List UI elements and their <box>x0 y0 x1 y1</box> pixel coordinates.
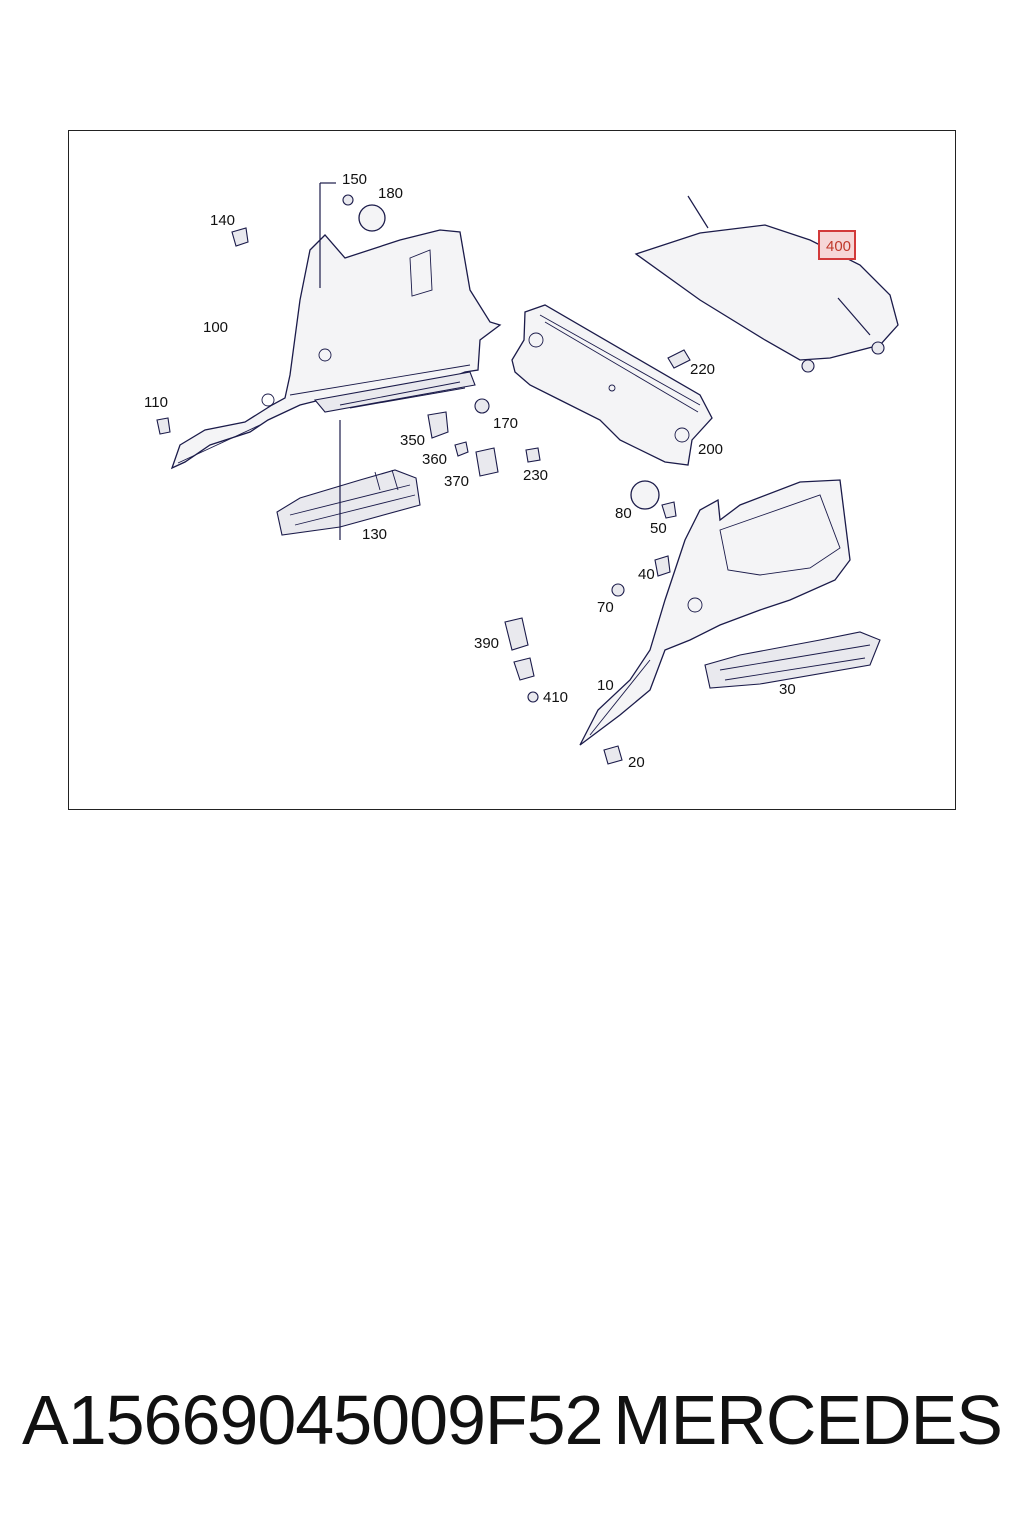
parts-diagram: 150 180 140 100 110 350 360 370 170 230 … <box>144 171 899 771</box>
screw-360 <box>454 441 469 457</box>
highlight-box-400 <box>818 230 856 260</box>
screw-50 <box>661 501 677 519</box>
callout-30: 30 <box>779 681 796 698</box>
callout-70: 70 <box>597 599 614 616</box>
brand-name: MERCEDES <box>613 1381 1003 1459</box>
callout-20: 20 <box>628 754 645 771</box>
clip-220 <box>667 349 691 369</box>
clip-140 <box>231 227 249 247</box>
callout-180: 180 <box>378 185 403 202</box>
clip-110 <box>156 417 171 435</box>
callout-360: 360 <box>422 451 447 468</box>
left-sill-trim <box>276 469 421 536</box>
diagram-frame <box>68 130 956 810</box>
callout-200: 200 <box>698 441 723 458</box>
callout-130: 130 <box>362 526 387 543</box>
screw-150 <box>342 194 354 206</box>
callout-140: 140 <box>210 212 235 229</box>
callout-150: 150 <box>342 171 367 188</box>
left-quarter-trim-panel <box>170 229 502 470</box>
cap-180 <box>358 204 386 232</box>
callout-230: 230 <box>523 467 548 484</box>
callout-110: 110 <box>144 394 168 411</box>
callout-370: 370 <box>444 473 469 490</box>
screw-230 <box>525 447 541 463</box>
callout-50: 50 <box>650 520 667 537</box>
fixture-350 <box>427 411 449 439</box>
callout-410: 410 <box>543 689 568 706</box>
clip-40 <box>654 555 671 577</box>
right-quarter-trim-panel <box>579 479 851 746</box>
part-390-base <box>513 657 535 681</box>
clip-170 <box>474 398 490 414</box>
part-390 <box>504 617 529 651</box>
callout-390: 390 <box>474 635 499 652</box>
callout-100: 100 <box>203 319 228 336</box>
callout-220: 220 <box>690 361 715 378</box>
callout-40: 40 <box>638 566 655 583</box>
rear-panel-trim <box>511 304 713 466</box>
callout-170: 170 <box>493 415 518 432</box>
fixture-370 <box>475 447 499 477</box>
callout-80: 80 <box>615 505 632 522</box>
callout-400: 400 <box>826 238 851 255</box>
cap-80 <box>630 480 660 510</box>
clip-20 <box>603 745 623 765</box>
callout-10: 10 <box>597 677 614 694</box>
clip-70 <box>611 583 625 597</box>
part-410 <box>527 691 539 703</box>
right-sill-trim <box>704 631 881 689</box>
cargo-cover-400 <box>634 195 899 373</box>
callout-350: 350 <box>400 432 425 449</box>
part-number: A15669045009F52 <box>22 1381 604 1459</box>
